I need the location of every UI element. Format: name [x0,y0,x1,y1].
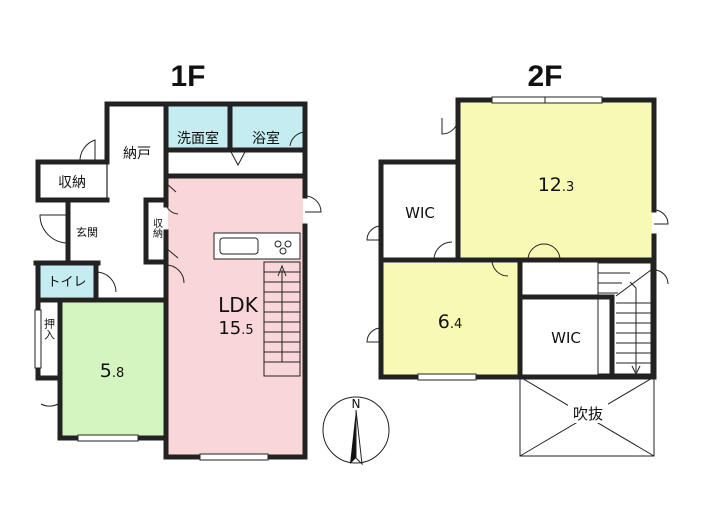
label-wic-left: WIC [405,204,435,222]
compass-needle-dark [350,410,356,464]
2f-doors [366,117,669,343]
2f-fills [383,102,652,377]
compass-north: N [352,397,361,411]
label-ldk-size: 15.5 [218,318,253,339]
void-label-bg [568,403,608,423]
compass-needle-light [355,409,363,466]
label-room-5-8: 5.8 [100,360,125,382]
kitchen [213,232,301,260]
1f-windows [34,309,269,461]
room-5-8-fill [60,300,164,436]
label-toilet: トイレ [47,275,86,290]
toilet-fill [38,263,96,297]
2f-windows [417,96,603,381]
label-nando: 納戸 [123,146,151,162]
label-bathroom: 浴室 [252,130,280,147]
label-oshiire: 押入 [43,317,56,340]
label-closet: 収納 [58,175,86,191]
label-ldk: LDK [218,293,259,317]
room-6-4-fill [383,263,518,377]
label-small-closet: 収納 [151,218,163,239]
floor-title-2f: 2F [527,60,562,93]
1f-stairs [263,261,301,377]
washroom-fill [168,104,230,150]
label-entrance: 玄関 [76,225,98,239]
label-room-6-4: 6.4 [438,311,463,333]
label-bedroom-12-3: 12.3 [538,174,575,196]
label-void: 吹抜 [573,405,603,423]
bedroom-12-3-fill [460,102,652,259]
2f-stairs [597,262,652,376]
1f-doors [39,131,322,407]
floor-title-1f: 1F [170,60,205,93]
label-wic-right: WIC [551,329,581,347]
label-washroom: 洗面室 [177,130,219,147]
compass: N [322,396,390,466]
